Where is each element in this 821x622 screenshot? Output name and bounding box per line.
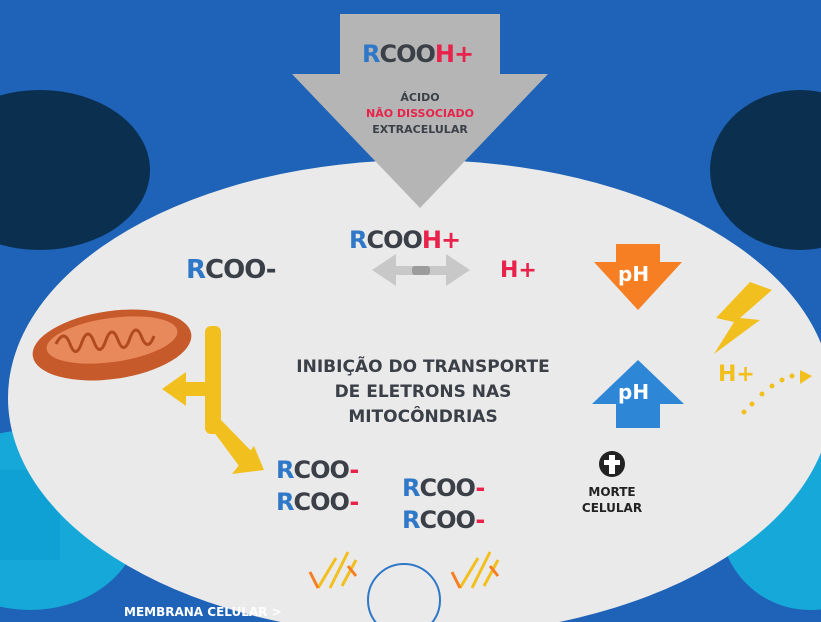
acid-label-line2: NÃO DISSOCIADO [366, 107, 474, 120]
acid-label-line3: EXTRACELULAR [372, 123, 468, 136]
ph-up-arrow [592, 360, 684, 428]
anion-formula: RCOO- [402, 506, 485, 534]
left-dark-band [0, 90, 150, 250]
equilibrium-proton: H+ [500, 258, 537, 283]
ph-down-arrow [594, 244, 682, 310]
membrane-label: MEMBRANA CELULAR > [124, 605, 282, 619]
right-dark-band [710, 90, 821, 250]
mitochondrion-illustration [32, 309, 192, 381]
equilibrium-arrow [372, 254, 470, 286]
top-acid-formula: RCOOH+ [362, 40, 474, 68]
acid-label-line1: ÁCIDO [400, 91, 440, 104]
membrane-arrows-right [450, 551, 500, 589]
entry-arrow [292, 14, 548, 208]
equilibrium-anion-formula: RCOO- [186, 255, 277, 285]
ph-down-label: pH [618, 262, 650, 286]
death-icon [599, 451, 625, 477]
inhibition-arrow [162, 326, 264, 474]
inhibition-text: INIBIÇÃO DO TRANSPORTE DE ELETRONS NAS M… [296, 357, 550, 427]
anion-formula: RCOO- [276, 488, 359, 516]
outside-proton: H+ [718, 362, 755, 387]
cell-death-label: MORTE CELULAR [581, 485, 643, 515]
anion-formula: RCOO- [402, 474, 485, 502]
lightning-icon [714, 282, 772, 354]
anion-formula: RCOO- [276, 456, 359, 484]
membrane-channel [367, 563, 441, 622]
equilibrium-acid-formula: RCOOH+ [349, 226, 461, 254]
proton-exit-arrow [741, 370, 812, 415]
ph-up-label: pH [618, 380, 650, 404]
membrane-arrows-left [308, 551, 358, 589]
